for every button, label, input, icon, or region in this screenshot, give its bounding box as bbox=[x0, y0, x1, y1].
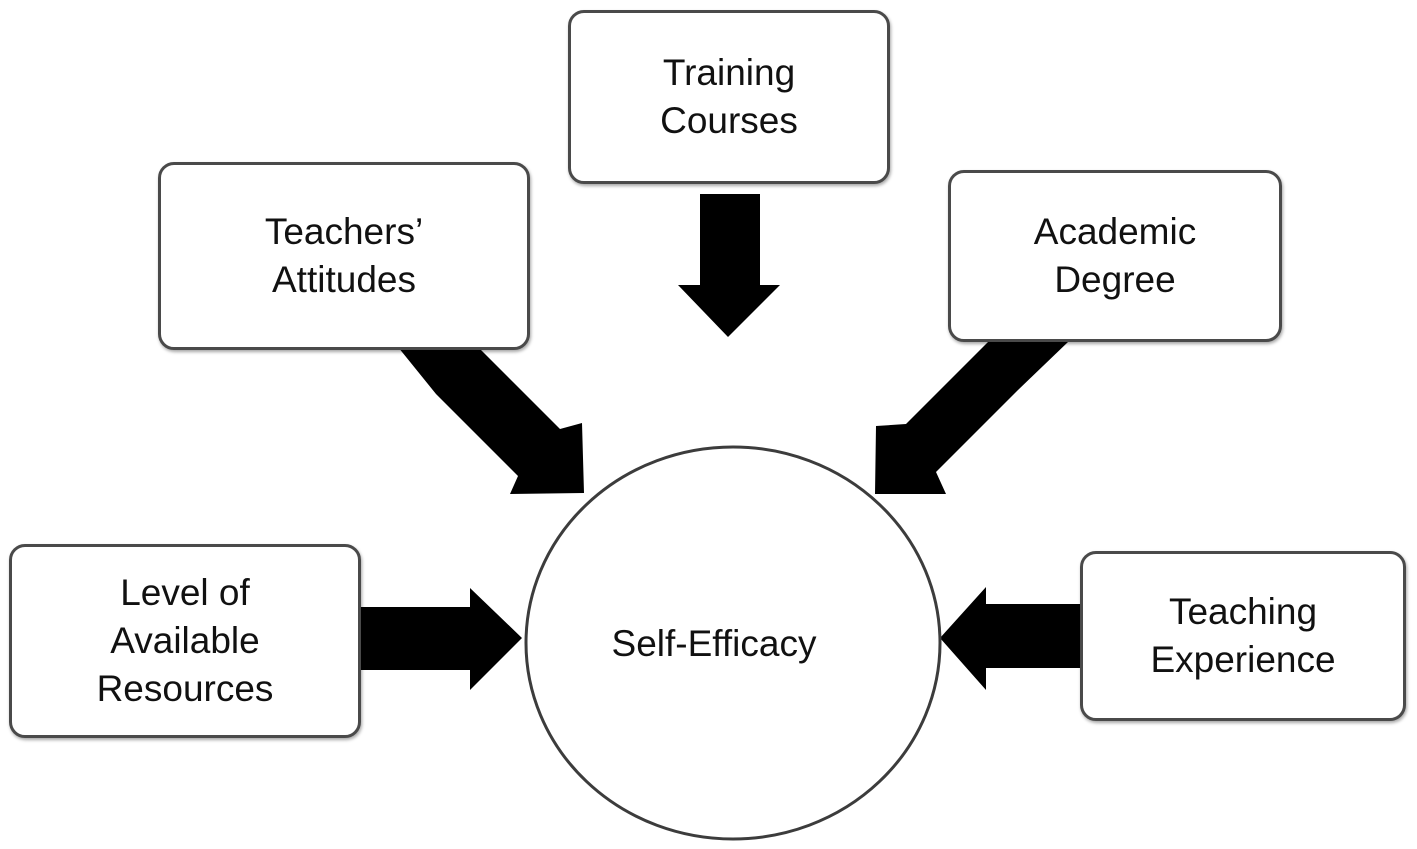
training-courses-box: Training Courses bbox=[568, 10, 890, 184]
self-efficacy-circle bbox=[524, 445, 942, 841]
arrow-training-to-center bbox=[678, 194, 780, 337]
academic-degree-label: Academic Degree bbox=[1033, 211, 1197, 300]
teachers-attitudes-box: Teachers’ Attitudes bbox=[158, 162, 530, 350]
arrow-resources-to-center bbox=[361, 588, 522, 690]
available-resources-box: Level of Available Resources bbox=[9, 544, 361, 738]
academic-degree-box: Academic Degree bbox=[948, 170, 1282, 342]
teaching-experience-box: Teaching Experience bbox=[1080, 551, 1406, 721]
self-efficacy-label: Self-Efficacy bbox=[612, 623, 817, 664]
arrow-degree-to-center bbox=[875, 342, 1068, 494]
available-resources-label: Level of Available Resources bbox=[96, 572, 274, 709]
training-courses-label: Training Courses bbox=[660, 52, 798, 141]
arrow-experience-to-center bbox=[940, 587, 1080, 690]
arrow-attitudes-to-center bbox=[398, 347, 584, 494]
teaching-experience-label: Teaching Experience bbox=[1150, 591, 1336, 680]
teachers-attitudes-label: Teachers’ Attitudes bbox=[264, 211, 424, 300]
